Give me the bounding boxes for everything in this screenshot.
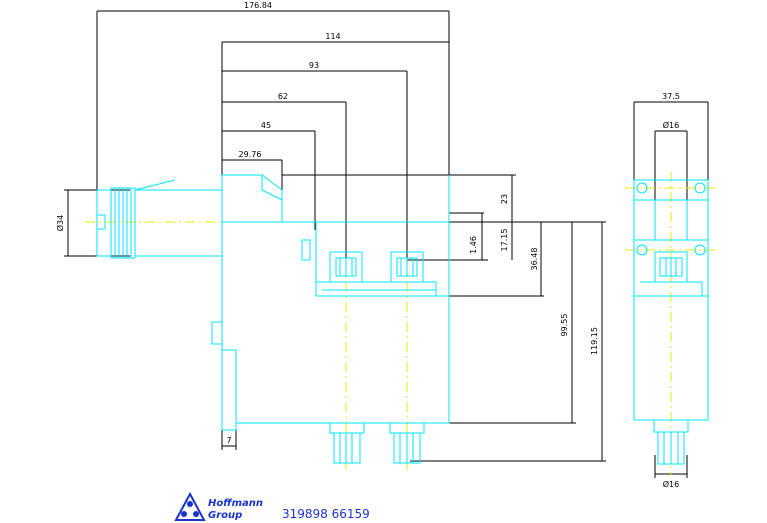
dim-1-46: 1.46 [469, 236, 478, 254]
dim-114: 114 [325, 32, 340, 41]
dimension-labels: 176.84 114 93 62 45 29.76 Ø34 23 1.46 17… [55, 1, 680, 489]
dim-overall-length: 176.84 [244, 1, 272, 10]
dim-29-76: 29.76 [239, 150, 262, 159]
dim-119-15: 119.15 [590, 327, 599, 355]
dim-17-15: 17.15 [500, 229, 509, 252]
dim-99-55: 99.55 [560, 314, 569, 337]
dim-36-48: 36.48 [530, 248, 539, 271]
front-view [96, 174, 450, 464]
dim-side-dia-top: Ø16 [663, 120, 679, 130]
footer: Hoffmann Group 319898 66159 [174, 491, 370, 521]
side-view [633, 179, 709, 465]
dim-45: 45 [261, 121, 271, 130]
dim-side-width: 37.5 [662, 92, 680, 101]
part-number: 319898 66159 [282, 507, 370, 521]
dim-diameter-34: Ø34 [55, 215, 65, 231]
hoffmann-logo-icon [174, 491, 206, 521]
center-lines [85, 172, 715, 475]
dimension-lines [64, 10, 709, 478]
dim-62: 62 [278, 92, 288, 101]
logo-line-1: Hoffmann [208, 498, 263, 509]
logo-line-2: Group [208, 510, 242, 521]
dim-23: 23 [500, 194, 509, 204]
dim-side-dia-bottom: Ø16 [663, 479, 679, 489]
dim-7: 7 [226, 436, 231, 445]
dim-93: 93 [309, 61, 319, 70]
